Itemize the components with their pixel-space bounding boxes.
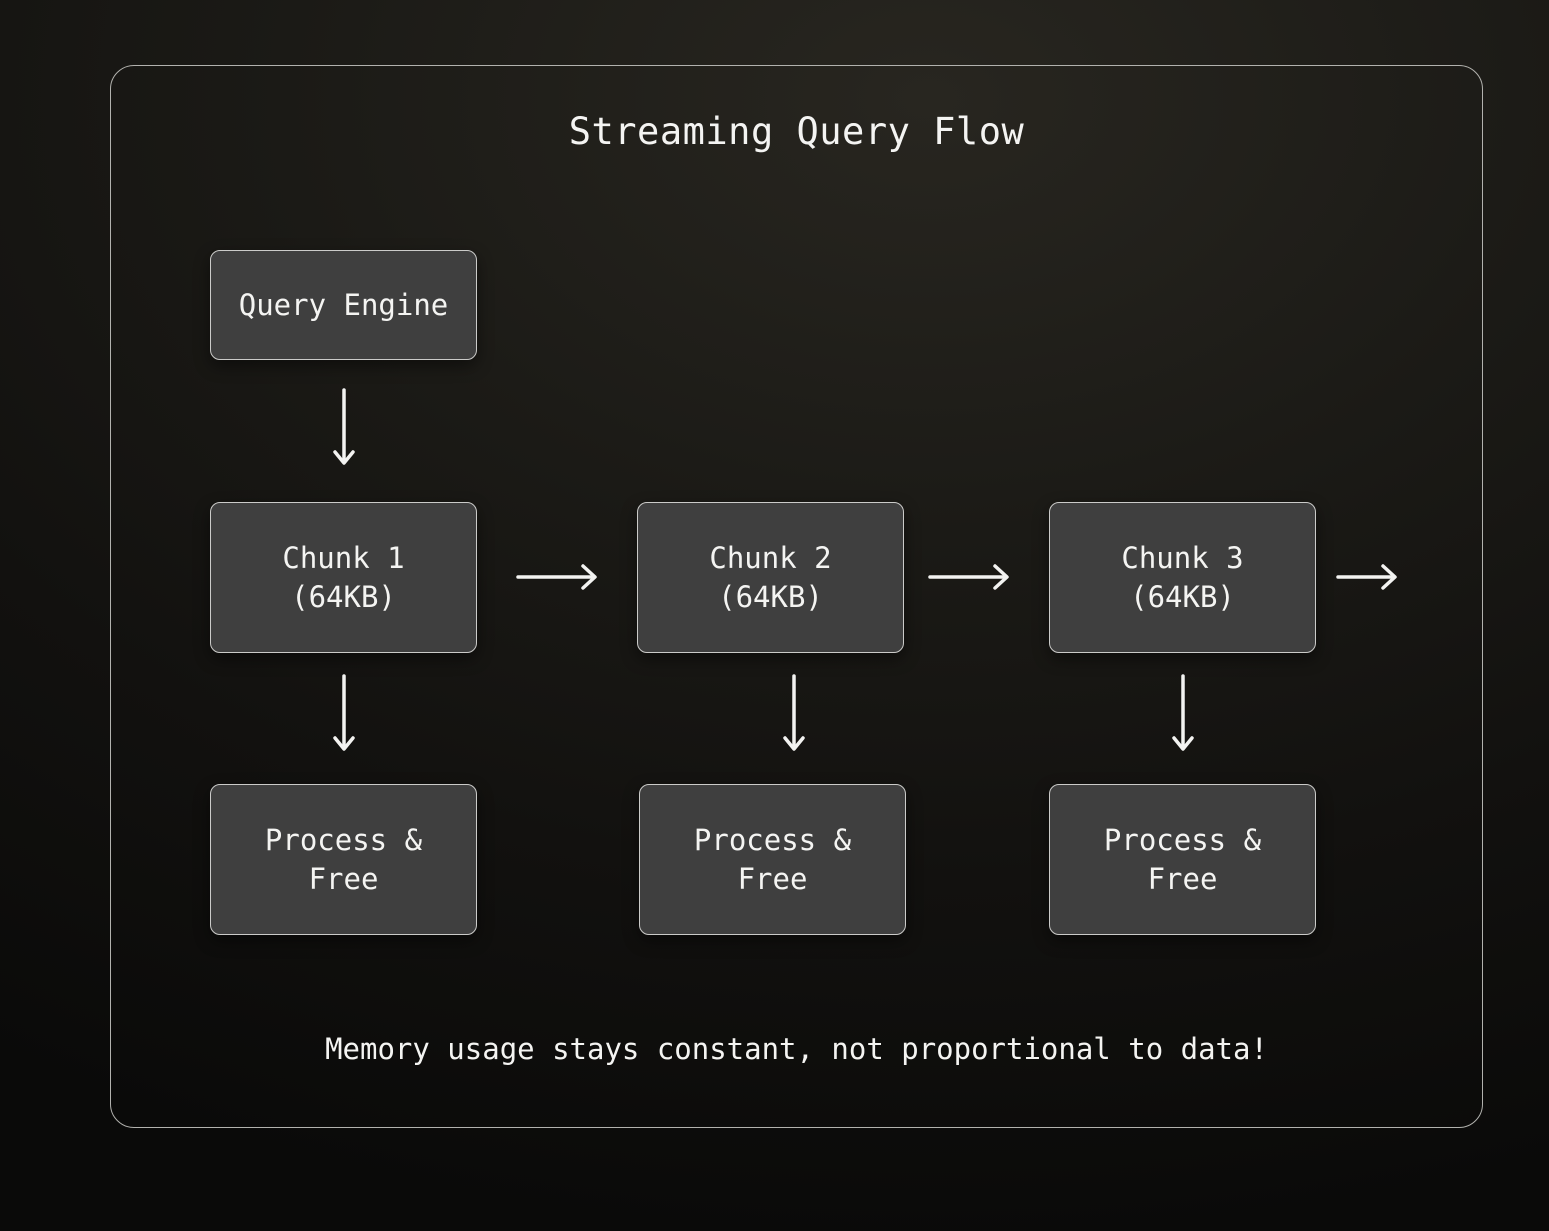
arrow-chunk-1-to-chunk-2	[516, 564, 597, 590]
node-process-1-subtitle: Free	[308, 861, 379, 896]
arrow-chunk-3-continue	[1336, 564, 1397, 590]
node-chunk-1: Chunk 1 (64KB)	[210, 502, 477, 653]
node-chunk-2-title: Chunk 2	[709, 540, 832, 575]
node-query-engine-label: Query Engine	[238, 287, 449, 322]
node-process-3: Process & Free	[1049, 784, 1316, 935]
node-chunk-2: Chunk 2 (64KB)	[637, 502, 904, 653]
arrow-query-engine-to-chunk-1	[333, 388, 355, 465]
footer-note: Memory usage stays constant, not proport…	[325, 1032, 1268, 1066]
node-chunk-3: Chunk 3 (64KB)	[1049, 502, 1316, 653]
node-query-engine: Query Engine	[210, 250, 477, 360]
arrow-chunk-3-to-process-3	[1172, 674, 1194, 751]
node-process-2: Process & Free	[639, 784, 906, 935]
arrow-chunk-2-to-process-2	[783, 674, 805, 751]
node-process-2-title: Process &	[693, 822, 852, 857]
node-process-1: Process & Free	[210, 784, 477, 935]
node-chunk-1-subtitle: (64KB)	[291, 579, 396, 614]
node-chunk-3-title: Chunk 3	[1121, 540, 1244, 575]
diagram-card	[110, 65, 1483, 1128]
arrow-chunk-1-to-process-1	[333, 674, 355, 751]
arrow-chunk-2-to-chunk-3	[928, 564, 1009, 590]
node-process-3-title: Process &	[1103, 822, 1262, 857]
diagram-title: Streaming Query Flow	[568, 110, 1025, 153]
node-process-2-subtitle: Free	[737, 861, 808, 896]
node-process-3-subtitle: Free	[1147, 861, 1218, 896]
node-chunk-2-subtitle: (64KB)	[718, 579, 823, 614]
node-chunk-1-title: Chunk 1	[282, 540, 405, 575]
node-chunk-3-subtitle: (64KB)	[1130, 579, 1235, 614]
node-process-1-title: Process &	[264, 822, 423, 857]
